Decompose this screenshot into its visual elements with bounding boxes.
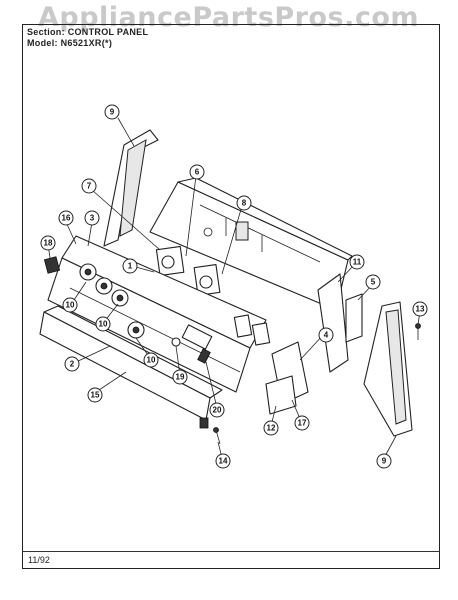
callout-10-c: 10 bbox=[143, 352, 159, 368]
callout-9-top: 9 bbox=[104, 104, 120, 120]
callout-16: 16 bbox=[58, 210, 74, 226]
indicator-light bbox=[43, 256, 61, 274]
callout-2: 2 bbox=[64, 356, 80, 372]
side-bracket-right bbox=[363, 301, 421, 437]
end-bracket bbox=[233, 314, 309, 415]
retainer-clip bbox=[345, 293, 363, 343]
model-title: Model: N6521XR(*) bbox=[27, 38, 113, 48]
svg-text:17: 17 bbox=[298, 419, 307, 428]
callout-9-bottom: 9 bbox=[376, 453, 392, 469]
svg-text:8: 8 bbox=[242, 199, 247, 208]
svg-text:11: 11 bbox=[353, 258, 362, 267]
control-knobs bbox=[79, 263, 181, 347]
callout-7: 7 bbox=[81, 178, 97, 194]
svg-text:2: 2 bbox=[70, 360, 75, 369]
side-bracket-top bbox=[103, 129, 159, 247]
callout-8: 8 bbox=[236, 195, 252, 211]
svg-text:6: 6 bbox=[195, 168, 200, 177]
diagram-frame bbox=[22, 24, 440, 569]
callout-10-b: 10 bbox=[95, 316, 111, 332]
svg-text:14: 14 bbox=[219, 457, 228, 466]
callout-15: 15 bbox=[87, 387, 103, 403]
callout-19: 19 bbox=[172, 369, 188, 385]
callout-10-a: 10 bbox=[62, 297, 78, 313]
svg-text:16: 16 bbox=[62, 214, 71, 223]
svg-text:9: 9 bbox=[382, 457, 387, 466]
mounting-screw bbox=[213, 427, 221, 445]
callout-14: 14 bbox=[215, 453, 231, 469]
svg-text:10: 10 bbox=[99, 320, 108, 329]
rear-support-bracket bbox=[149, 177, 353, 373]
switch-assembly bbox=[155, 221, 249, 296]
callout-18: 18 bbox=[40, 235, 56, 251]
callout-13: 13 bbox=[412, 301, 428, 317]
callout-5: 5 bbox=[365, 274, 381, 290]
svg-text:13: 13 bbox=[416, 305, 425, 314]
svg-text:19: 19 bbox=[176, 373, 185, 382]
footer-divider bbox=[22, 551, 440, 552]
svg-text:15: 15 bbox=[91, 391, 100, 400]
svg-text:1: 1 bbox=[128, 262, 133, 271]
callout-1: 1 bbox=[122, 258, 138, 274]
svg-text:3: 3 bbox=[90, 214, 95, 223]
svg-text:12: 12 bbox=[267, 424, 276, 433]
date-code: 11/92 bbox=[28, 555, 50, 565]
svg-text:20: 20 bbox=[213, 406, 222, 415]
callout-3: 3 bbox=[84, 210, 100, 226]
svg-text:18: 18 bbox=[44, 239, 53, 248]
svg-text:10: 10 bbox=[66, 301, 75, 310]
svg-text:4: 4 bbox=[324, 331, 329, 340]
svg-text:10: 10 bbox=[147, 356, 156, 365]
callout-20: 20 bbox=[209, 402, 225, 418]
callout-12: 12 bbox=[263, 420, 279, 436]
watermark-text: AppliancePartsPros.com bbox=[38, 2, 420, 33]
svg-text:5: 5 bbox=[371, 278, 376, 287]
svg-text:7: 7 bbox=[87, 182, 92, 191]
section-title: Section: CONTROL PANEL bbox=[27, 27, 149, 37]
callout-17: 17 bbox=[294, 415, 310, 431]
callout-11: 11 bbox=[349, 254, 365, 270]
callout-6: 6 bbox=[189, 164, 205, 180]
svg-text:9: 9 bbox=[110, 108, 115, 117]
callout-4: 4 bbox=[318, 327, 334, 343]
